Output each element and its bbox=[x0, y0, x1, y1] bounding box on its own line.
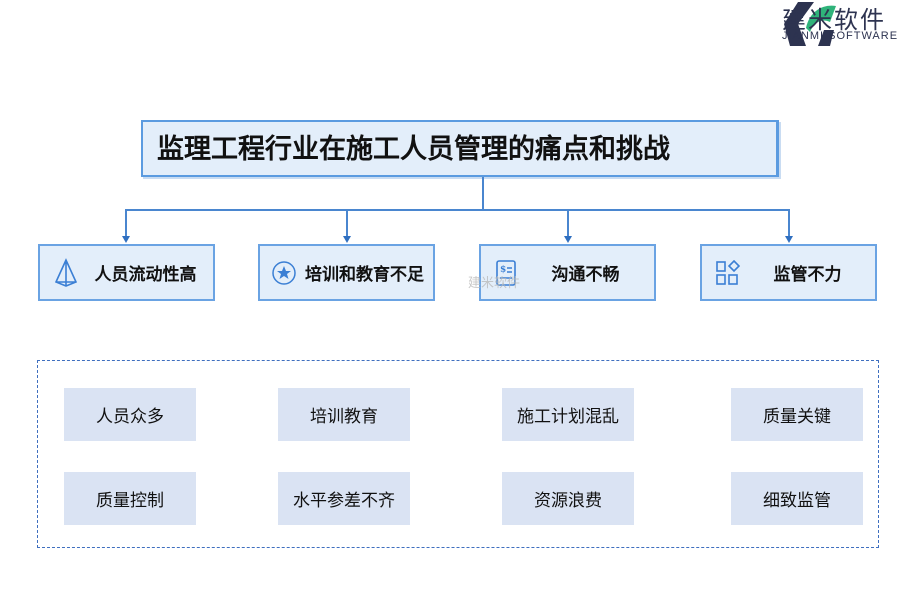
item-box: 施工计划混乱 bbox=[502, 388, 634, 441]
connector bbox=[788, 209, 790, 237]
item-box: 水平参差不齐 bbox=[278, 472, 410, 525]
item-box: 人员众多 bbox=[64, 388, 196, 441]
grid-diamond-icon bbox=[716, 259, 740, 285]
arrow-icon bbox=[122, 236, 130, 243]
arrow-icon bbox=[343, 236, 351, 243]
category-box: 培训和教育不足 bbox=[258, 244, 435, 301]
category-box: 监管不力 bbox=[700, 244, 877, 301]
connector bbox=[125, 209, 790, 211]
page-title: 监理工程行业在施工人员管理的痛点和挑战 bbox=[141, 120, 779, 177]
jianmi-logo-icon bbox=[784, 2, 836, 46]
logo-text-cn: 建米软件 bbox=[782, 6, 886, 34]
category-label: 人员流动性高 bbox=[94, 265, 197, 285]
category-box: $ 沟通不畅 bbox=[479, 244, 656, 301]
star-badge-icon bbox=[272, 260, 296, 285]
category-label: 培训和教育不足 bbox=[305, 265, 424, 285]
arrow-icon bbox=[785, 236, 793, 243]
connector bbox=[482, 177, 484, 210]
document-dollar-icon: $ bbox=[496, 259, 516, 286]
item-box: 培训教育 bbox=[278, 388, 410, 441]
connector bbox=[125, 209, 127, 237]
category-label: 监管不力 bbox=[773, 265, 842, 285]
item-box: 质量控制 bbox=[64, 472, 196, 525]
category-label: 沟通不畅 bbox=[551, 265, 620, 285]
watermark: 建米软件 bbox=[468, 276, 521, 291]
item-box: 质量关键 bbox=[731, 388, 863, 441]
arrow-icon bbox=[564, 236, 572, 243]
connector bbox=[346, 209, 348, 237]
items-container bbox=[37, 360, 879, 548]
category-box: 人员流动性高 bbox=[38, 244, 215, 301]
item-box: 细致监管 bbox=[731, 472, 863, 525]
connector bbox=[567, 209, 569, 237]
item-box: 资源浪费 bbox=[502, 472, 634, 525]
pyramid-icon bbox=[54, 257, 78, 287]
svg-text:$: $ bbox=[500, 265, 506, 275]
logo-text-en: JIANMI SOFTWARE bbox=[782, 30, 899, 42]
